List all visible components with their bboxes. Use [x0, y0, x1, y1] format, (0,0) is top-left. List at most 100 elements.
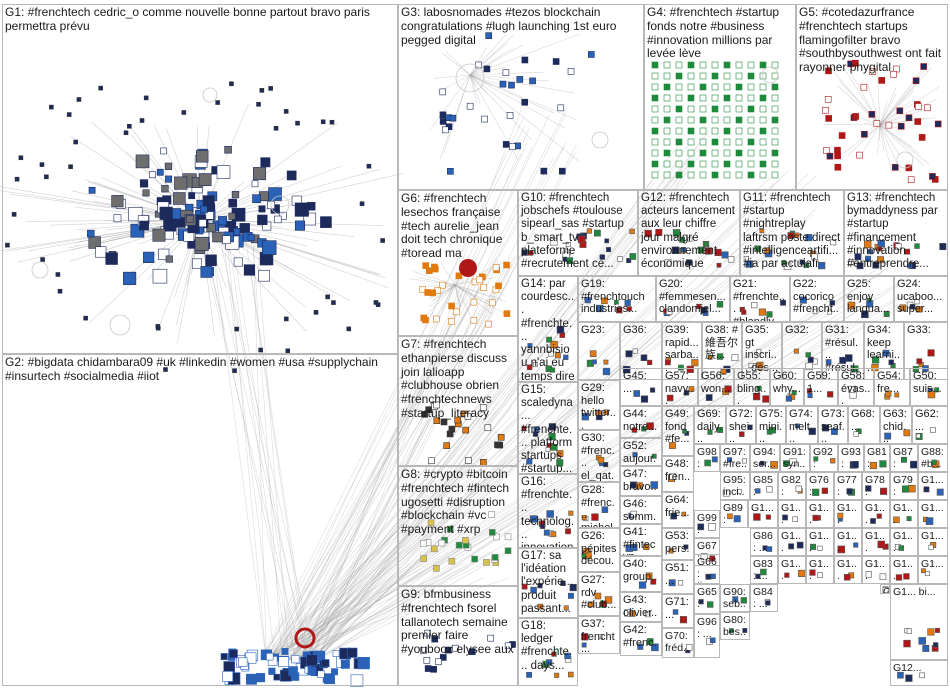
group-box-g25: G25: enjoy langua... — [844, 276, 894, 322]
group-box-g19: G19: #frenchtouch industries... — [578, 276, 656, 322]
group-box-g28: G28: #frenc... michel... — [578, 482, 620, 528]
group-box-g78: G78: me... — [862, 472, 890, 500]
group-label: G4: #frenchtech #startup fonds notre #bu… — [647, 6, 793, 61]
group-box-g85: G85: tea... — [750, 472, 778, 500]
group-box-g18: G18: ledger #frenchte... days... — [518, 618, 578, 686]
group-label: G37: frencht... — [581, 618, 617, 654]
group-box-g57: G57: navy... — [662, 368, 698, 406]
group-box-g87: G87: #ha... — [890, 444, 918, 472]
group-box-g93: G93: bre... — [838, 444, 864, 472]
group-box-g16: G16: #frenchte... technolog... innovatio… — [518, 474, 578, 548]
group-label: G21: #frenchte... #blandly... — [733, 278, 787, 322]
group-label: G1... — [921, 530, 945, 542]
group-label: G51: ... — [665, 562, 691, 587]
group-label: G67: fren... — [697, 540, 717, 566]
group-label: G30: #frenc... el_qat... — [581, 432, 617, 482]
group-box-g13: G13: #frenchtech bymaddyness par #startu… — [844, 190, 948, 276]
group-box-g56: G56: won... — [698, 368, 734, 406]
group-label: G44: notre... — [623, 408, 659, 433]
group-box-g92: G92: join... — [810, 444, 838, 472]
group-label: G25: enjoy langua... — [847, 278, 891, 316]
group-box-g67: G67: fren... — [694, 538, 720, 566]
group-label: G54: fre... — [877, 370, 907, 395]
group-box-g73: G73: seaf... — [818, 406, 848, 444]
group-box-g82: G82: ago... — [778, 472, 806, 500]
group-box-g27: G27: rdv #club... — [578, 572, 620, 616]
group-label: G1... — [809, 558, 831, 582]
group-label: G12... — [893, 662, 945, 674]
group-box-g8: G8: #crypto #bitcoin #frenchtech #fintec… — [398, 466, 518, 586]
group-label: G77: pro... — [837, 474, 859, 500]
group-label: G81: cet... — [867, 446, 887, 472]
group-label: G72: shei... — [729, 408, 753, 444]
group-box-g11: G11: #frenchtech #startup #nightreplay l… — [740, 190, 844, 276]
group-label: G70: fréd... — [665, 630, 691, 658]
group-label: G19: #frenchtouch industries... — [581, 278, 653, 316]
group-label: G52: aujour... — [623, 440, 659, 466]
group-label: G15: scaledyna... #frenchte... platform … — [521, 384, 575, 474]
group-label: G60: why... — [773, 370, 801, 395]
group-box-g117: G1... — [862, 556, 890, 584]
group-label: G18: ledger #frenchte... days... — [521, 620, 575, 673]
group-box-g29: G29: hello twitter... — [578, 380, 620, 430]
group-label: G80: bes... — [723, 614, 747, 640]
group-label: G55: bling... — [737, 370, 767, 406]
group-label: G10: #frenchtech jobschefs #toulouse sip… — [521, 192, 635, 271]
group-box-g119: G1... — [918, 556, 948, 584]
group-box-g96: G96: ... — [694, 614, 720, 658]
group-box-g112: G1... — [890, 528, 918, 556]
group-label: G28: #frenc... michel... — [581, 484, 617, 528]
group-label: G38: # 維吾尔 族... — [705, 324, 739, 362]
group-box-g49: G49: fond #fe... — [662, 406, 694, 456]
group-label: G47: bravo... — [623, 468, 659, 496]
group-label: G95: inci... — [723, 474, 747, 500]
group-label: G92: join... — [813, 446, 835, 472]
group-label: G42: #frenc... — [623, 624, 659, 656]
group-box-g97: G97: #fre... — [720, 444, 750, 472]
group-label: G85: tea... — [753, 474, 775, 500]
group-label: G59: 1... — [807, 370, 835, 395]
group-label: G99: tou... — [697, 512, 717, 538]
group-label: G69: daily... — [697, 408, 723, 444]
group-label: G68: ... — [851, 408, 877, 433]
group-label: G41: #fintec vp... — [623, 526, 659, 556]
group-label: G82: ago... — [781, 474, 803, 500]
group-label: G53: pers... mer... — [665, 530, 691, 560]
group-label: G71: ... — [665, 596, 691, 621]
group-box-g105: G1... — [862, 500, 890, 528]
group-box-g80: G80: bes... — [720, 612, 750, 640]
group-label: G39: rapid... sarba... — [665, 324, 699, 375]
group-label: G34: keep learni... — [867, 324, 901, 375]
group-box-g14: G14: par courdesc... #frenchte... yannbi… — [518, 276, 578, 382]
group-label: G43: olivier... — [623, 594, 659, 622]
group-label: G64: frie... — [665, 494, 691, 519]
group-label: G1... — [781, 530, 803, 554]
group-label: G1... — [865, 502, 887, 526]
group-label: G27: rdv #club... — [581, 574, 617, 612]
group-box-g71: G71: ... — [662, 594, 694, 628]
group-label: G49: fond #fe... — [665, 408, 691, 446]
group-box-g110: G1... — [834, 528, 862, 556]
group-box-g1: G1: #frenchtech cedric_o comme nouvelle … — [2, 4, 398, 354]
group-label: G14: par courdesc... #frenchte... yannbi… — [521, 278, 575, 382]
group-label: G1... — [751, 502, 775, 514]
group-label: G1... — [893, 502, 915, 526]
group-box-g21: G21: #frenchte... #blandly... — [730, 276, 790, 322]
group-label: G1... — [921, 474, 945, 486]
group-label: G58: évas... — [841, 370, 871, 406]
group-box-g45: G45: ... — [620, 368, 662, 406]
group-label: G75: mini... — [759, 408, 783, 444]
group-label: G93: bre... — [841, 446, 861, 472]
group-label: G33: — [907, 324, 945, 337]
group-box-g10: G10: #frenchtech jobschefs #toulouse sip… — [518, 190, 638, 276]
group-box-g63: G63: chid... — [880, 406, 912, 444]
group-box-g62: G62: ... — [912, 406, 948, 444]
group-label: G9: bfmbusiness #frenchtech fsorel talla… — [401, 588, 515, 657]
group-label: G1... — [809, 502, 831, 526]
group-box-g120: G1... bi... — [890, 584, 948, 660]
group-label: G11: #frenchtech #startup #nightreplay l… — [743, 192, 841, 271]
group-label: G46: somm... — [623, 498, 659, 524]
group-box-g99: G99: tou... — [694, 510, 720, 538]
group-label: G1... — [781, 558, 803, 582]
group-label: G2: #bigdata chidambara09 #uk #linkedin … — [5, 356, 395, 384]
